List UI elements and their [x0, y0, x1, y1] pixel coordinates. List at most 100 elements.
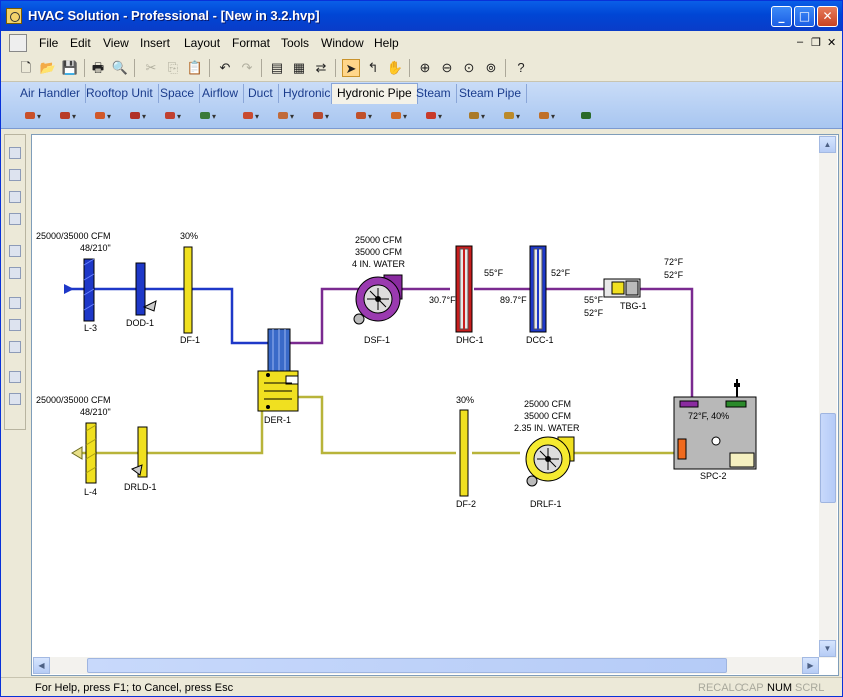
filter-df2	[459, 409, 469, 497]
menu-layout[interactable]: Layout	[184, 36, 221, 50]
tab-steam[interactable]: Steam	[411, 84, 457, 103]
vertical-scroll-thumb[interactable]	[820, 413, 836, 503]
save-icon[interactable]: 💾	[61, 60, 79, 75]
tab-duct[interactable]: Duct	[243, 84, 279, 103]
pipe-meter-tool[interactable]: ▾	[311, 107, 331, 124]
pipe-flow-tool[interactable]: ▾	[241, 107, 261, 124]
menu-view[interactable]: View	[103, 36, 129, 50]
app-icon[interactable]	[6, 8, 22, 24]
palette-tool-icon[interactable]	[9, 371, 21, 383]
maximize-button[interactable]: □	[794, 6, 815, 27]
palette-tool-icon[interactable]	[9, 341, 21, 353]
tab-space[interactable]: Space	[155, 84, 201, 103]
menu-help[interactable]: Help	[374, 36, 399, 50]
dcc1-temp-label: 52°F	[551, 268, 571, 278]
mdi-minimize-button[interactable]: –	[797, 36, 804, 48]
pipe-riser-tool[interactable]: ▾	[354, 107, 374, 124]
palette-tool-icon[interactable]	[9, 245, 21, 257]
document-icon[interactable]	[9, 34, 27, 52]
dhc1-temp-label: 55°F	[484, 268, 504, 278]
calculator-icon[interactable]: ▦	[292, 60, 306, 75]
pipe-boiler-tool[interactable]	[579, 107, 599, 124]
zoom-window-icon[interactable]: ⊙	[463, 60, 475, 75]
route-icon[interactable]: ↰	[367, 60, 379, 75]
scroll-down-button[interactable]: ▼	[819, 640, 836, 657]
undo-icon[interactable]: ↶	[219, 60, 231, 75]
palette-tool-icon[interactable]	[9, 213, 21, 225]
pipe-thermo-tool[interactable]: ▾	[537, 107, 557, 124]
vertical-scrollbar[interactable]: ▲ ▼	[819, 135, 837, 658]
scroll-right-button[interactable]: ▶	[802, 657, 819, 674]
mdi-restore-button[interactable]: ❐	[811, 37, 821, 49]
pipe-strainer-tool[interactable]: ▾	[163, 107, 183, 124]
close-button[interactable]: ✕	[817, 6, 838, 27]
drawing-canvas[interactable]: 25000/35000 CFM 48/210" L-3 DOD-1 30% DF…	[31, 134, 839, 676]
tab-hydronic-pipe[interactable]: Hydronic Pipe	[331, 83, 418, 104]
pipe-pump-tool[interactable]: ▾	[128, 107, 148, 124]
t897-label: 89.7°F	[500, 295, 527, 305]
pan-hand-icon[interactable]: ✋	[386, 60, 404, 75]
t307-label: 30.7°F	[429, 295, 456, 305]
pipe-valve-tool[interactable]: ▾	[23, 107, 43, 124]
properties-icon[interactable]: ▤	[270, 60, 284, 75]
scroll-up-button[interactable]: ▲	[819, 136, 836, 153]
print-preview-icon[interactable]: 🔍	[111, 60, 129, 75]
menu-window[interactable]: Window	[321, 36, 364, 50]
redo-icon[interactable]: ↷	[241, 60, 253, 75]
palette-tool-icon[interactable]	[9, 393, 21, 405]
minimize-button[interactable]: _	[771, 6, 792, 27]
horizontal-scrollbar[interactable]: ◀ ▶	[33, 657, 819, 674]
pipe-cone-tool[interactable]: ▾	[389, 107, 409, 124]
dsf1-cfm2-label: 35000 CFM	[355, 247, 402, 257]
scroll-left-button[interactable]: ◀	[33, 657, 50, 674]
menu-edit[interactable]: Edit	[70, 36, 91, 50]
pipe-tee-tool[interactable]: ▾	[276, 107, 296, 124]
palette-tool-icon[interactable]	[9, 191, 21, 203]
zoom-in-icon[interactable]: ⊕	[419, 60, 431, 75]
connect-icon[interactable]: ⇄	[315, 60, 327, 75]
menu-insert[interactable]: Insert	[140, 36, 171, 50]
tab-rooftop-unit[interactable]: Rooftop Unit	[81, 84, 159, 103]
pipe-sensor-tool[interactable]: ▾	[467, 107, 487, 124]
zoom-fit-icon[interactable]: ⊚	[485, 60, 497, 75]
menu-format[interactable]: Format	[232, 36, 271, 50]
palette-tool-icon[interactable]	[9, 267, 21, 279]
horizontal-scroll-thumb[interactable]	[87, 658, 727, 673]
zoom-out-icon[interactable]: ⊖	[441, 60, 453, 75]
status-recalc: RECALC	[698, 682, 743, 694]
menu-tools[interactable]: Tools	[281, 36, 310, 50]
paste-icon[interactable]: 📋	[186, 60, 204, 75]
pipe-spring-tool[interactable]: ▾	[424, 107, 444, 124]
dsf1-press-label: 4 IN. WATER	[352, 259, 406, 269]
palette-tool-icon[interactable]	[9, 319, 21, 331]
tab-steam-pipe[interactable]: Steam Pipe	[454, 84, 528, 103]
pipe-tank-tool[interactable]: ▾	[198, 107, 218, 124]
context-help-icon[interactable]: ?	[517, 60, 525, 75]
cut-icon[interactable]: ✂	[145, 60, 157, 75]
new-icon[interactable]: 🗋	[20, 60, 32, 75]
tab-hydronic[interactable]: Hydronic	[278, 84, 337, 103]
palette-tool-icon[interactable]	[9, 169, 21, 181]
damper-dod1	[135, 262, 146, 316]
tab-airflow[interactable]: Airflow	[197, 84, 245, 103]
supply-duct-purple	[290, 287, 694, 397]
spc2-status-label: 72°F, 40%	[688, 411, 729, 421]
tab-air-handler[interactable]: Air Handler	[15, 84, 87, 103]
palette-tool-icon[interactable]	[9, 297, 21, 309]
menu-file[interactable]: File	[39, 36, 59, 50]
window-title: HVAC Solution - Professional - [New in 3…	[28, 8, 320, 23]
print-icon[interactable]: 🖶	[91, 60, 105, 75]
der1-label: DER-1	[264, 415, 291, 425]
palette-tool-icon[interactable]	[9, 147, 21, 159]
drlf1-cfm1-label: 25000 CFM	[524, 399, 571, 409]
select-pointer-icon[interactable]: ➤	[342, 59, 360, 77]
mdi-close-button[interactable]: ✕	[827, 37, 837, 49]
pipe-check-tool[interactable]: ▾	[93, 107, 113, 124]
supply-flow-label: 25000/35000 CFM	[36, 231, 111, 241]
copy-icon[interactable]: ⎘	[167, 60, 179, 75]
drld1-label: DRLD-1	[124, 482, 157, 492]
open-icon[interactable]: 📂	[39, 60, 57, 75]
pipe-gauge-tool[interactable]: ▾	[502, 107, 522, 124]
pipe-gate-tool[interactable]: ▾	[58, 107, 78, 124]
